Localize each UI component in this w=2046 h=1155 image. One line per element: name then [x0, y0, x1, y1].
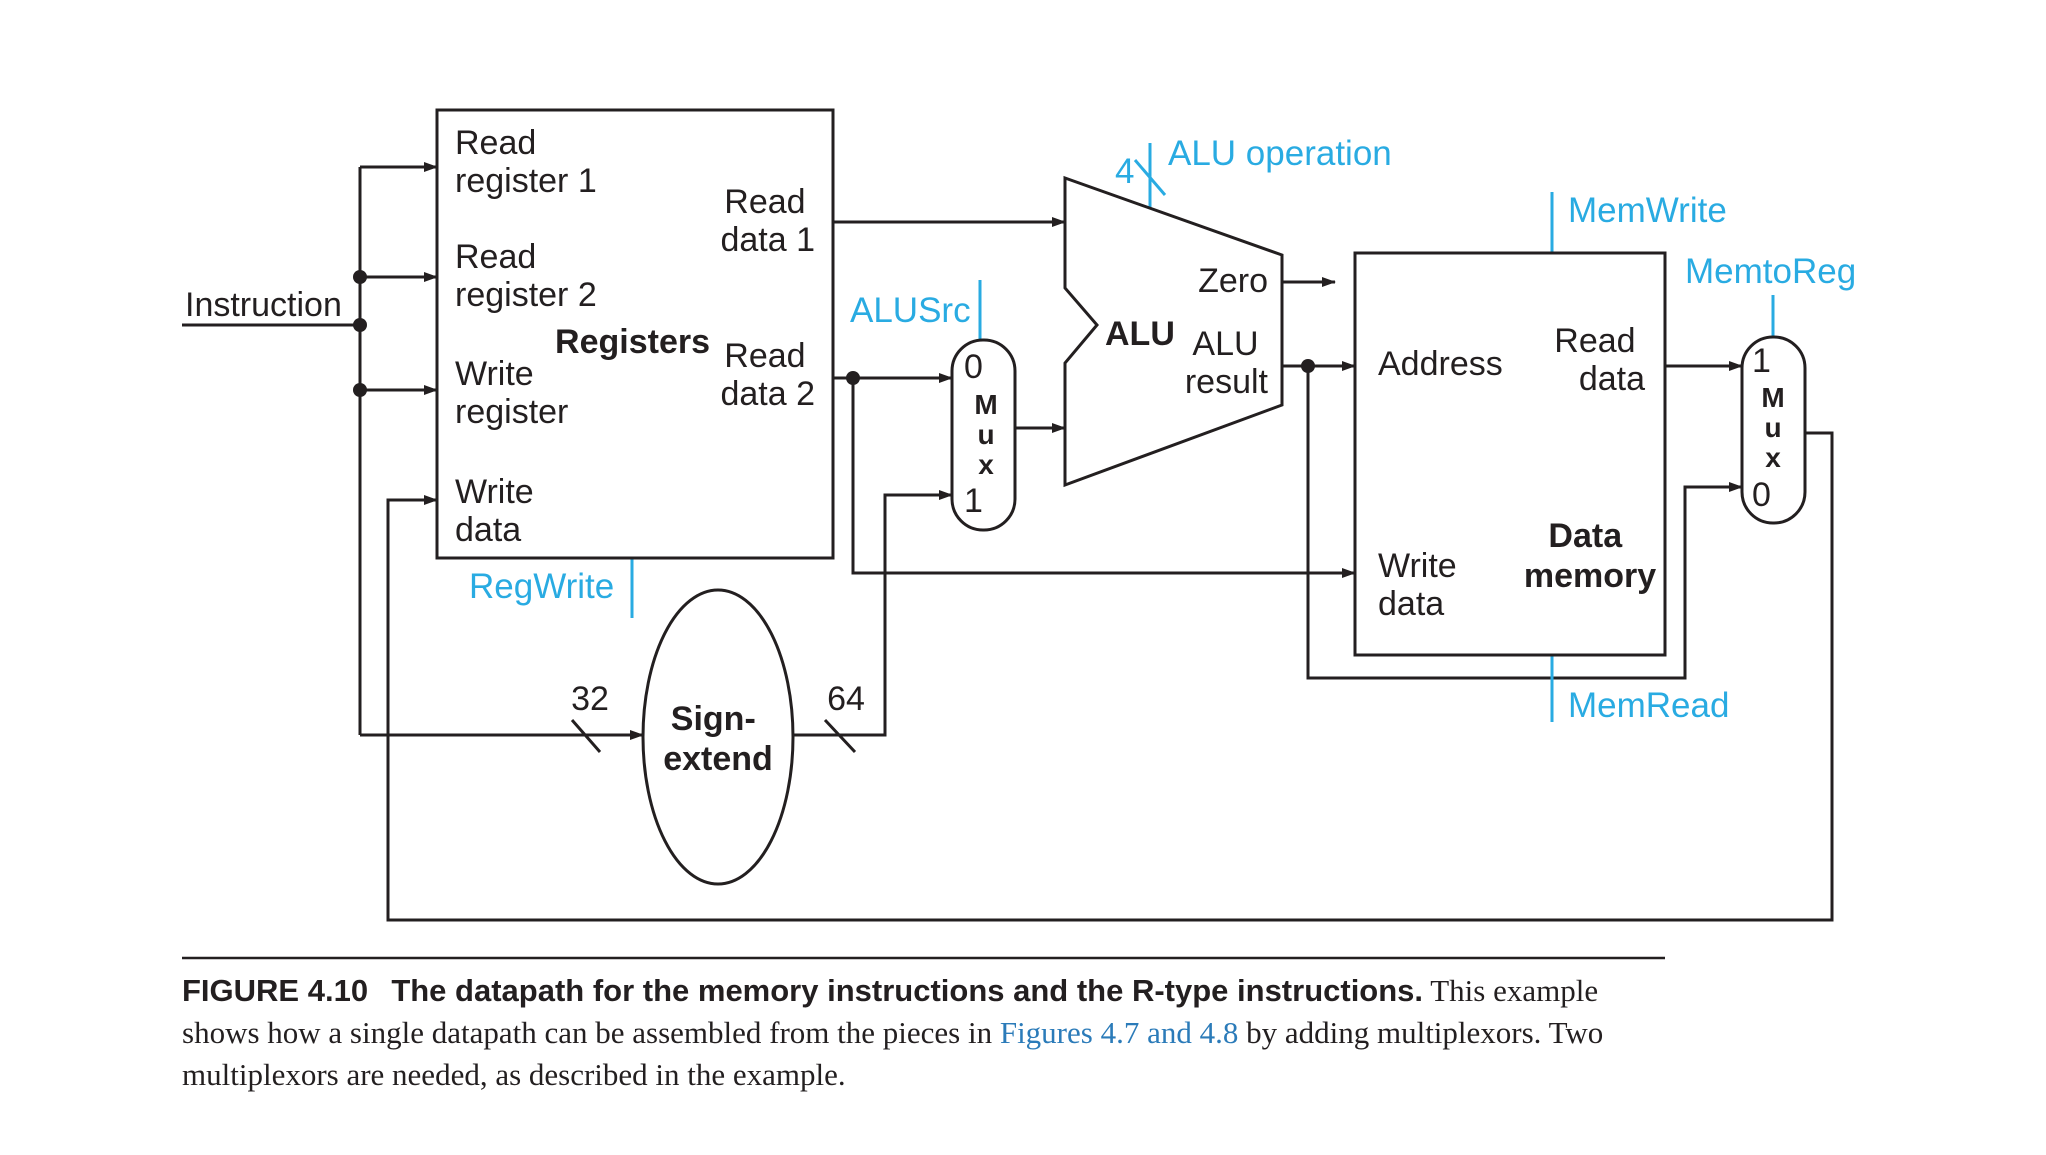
alu-shape: [1063, 175, 1284, 488]
mux-letter: u: [1764, 412, 1781, 443]
wire-sign-extend-out: [793, 490, 953, 737]
read-data-2-label: Read data 2: [720, 337, 815, 413]
alu-operation-label: ALU operation: [1168, 134, 1392, 173]
caption-text: by adding multiplexors. Two multiplexors…: [182, 1015, 1604, 1092]
instruction-label: Instruction: [185, 286, 342, 324]
data-memory-title: Data memory: [1524, 517, 1656, 595]
alu-result-label: ALU result: [1185, 325, 1269, 401]
mem-write-data-label: Write data: [1378, 547, 1466, 623]
control-lines: [630, 143, 1775, 722]
registers-block: Read register 1 Read register 2 Write re…: [435, 108, 835, 560]
figure-caption: FIGURE 4.10 The datapath for the memory …: [182, 970, 1672, 1096]
memread-label: MemRead: [1568, 686, 1729, 725]
bus-width-slash: [823, 718, 857, 754]
junction-dot: [353, 318, 367, 332]
caption-text: This example shows how a single datapath…: [182, 973, 1599, 1050]
alusrc-mux: 0 1 M u x: [950, 338, 1017, 532]
regwrite-label: RegWrite: [469, 567, 614, 606]
junction-dot: [353, 270, 367, 284]
sign-extend-ellipse: [641, 588, 795, 886]
mux-input-label: 1: [1752, 342, 1771, 380]
alu-operation-slash: [1133, 159, 1167, 196]
read-data-1-label: Read data 1: [720, 183, 815, 259]
mux-input-label: 0: [964, 348, 983, 386]
zero-label: Zero: [1198, 262, 1268, 300]
address-label: Address: [1378, 345, 1503, 383]
write-register-label: Write register: [455, 355, 568, 431]
wires: [182, 162, 1834, 922]
mux-input-label: 0: [1752, 476, 1771, 514]
data-memory-box: [1353, 251, 1667, 657]
alu-block: ALU Zero ALU result 4: [1063, 152, 1284, 488]
memtoreg-label: MemtoReg: [1685, 252, 1856, 291]
alu-title: ALU: [1105, 315, 1175, 353]
alu-op-width-label: 4: [1115, 152, 1134, 191]
mux-letter: M: [974, 389, 997, 420]
mux-input-label: 1: [964, 482, 983, 520]
bus-width-slash: [570, 719, 602, 753]
mux-body: [1740, 335, 1807, 525]
mux-letter: M: [1761, 382, 1784, 413]
memtoreg-mux: 1 0 M u x: [1740, 335, 1807, 525]
wire-write-back: [386, 431, 1834, 922]
wire-mem-write-data: [851, 378, 1356, 578]
data-memory-block: Address Read data Write data Data memory: [1353, 251, 1667, 657]
sign-extend-block: Sign- extend: [641, 588, 795, 886]
registers-title: Registers: [555, 323, 710, 361]
mux-letter: x: [1765, 442, 1781, 473]
alusrc-label: ALUSrc: [850, 291, 971, 330]
mux-letter: u: [977, 419, 994, 450]
figure-number: FIGURE 4.10: [182, 973, 369, 1008]
mux-body: [950, 338, 1017, 532]
figure-reference-link[interactable]: Figures 4.7 and 4.8: [999, 1015, 1239, 1050]
read-register-1-label: Read register 1: [455, 124, 597, 200]
mux-letter: x: [978, 449, 994, 480]
junction-dot: [353, 383, 367, 397]
wire-alu-result-bypass: [1306, 366, 1743, 680]
registers-box: [435, 108, 835, 560]
bus-width-32: 32: [571, 680, 609, 718]
figure-title: The datapath for the memory instructions…: [391, 973, 1424, 1008]
sign-extend-label: Sign- extend: [663, 700, 773, 778]
read-register-2-label: Read register 2: [455, 238, 597, 314]
register-write-data-label: Write data: [455, 473, 543, 549]
bus-width-64: 64: [827, 680, 865, 718]
memwrite-label: MemWrite: [1568, 191, 1727, 230]
mem-read-data-label: Read data: [1554, 322, 1645, 398]
